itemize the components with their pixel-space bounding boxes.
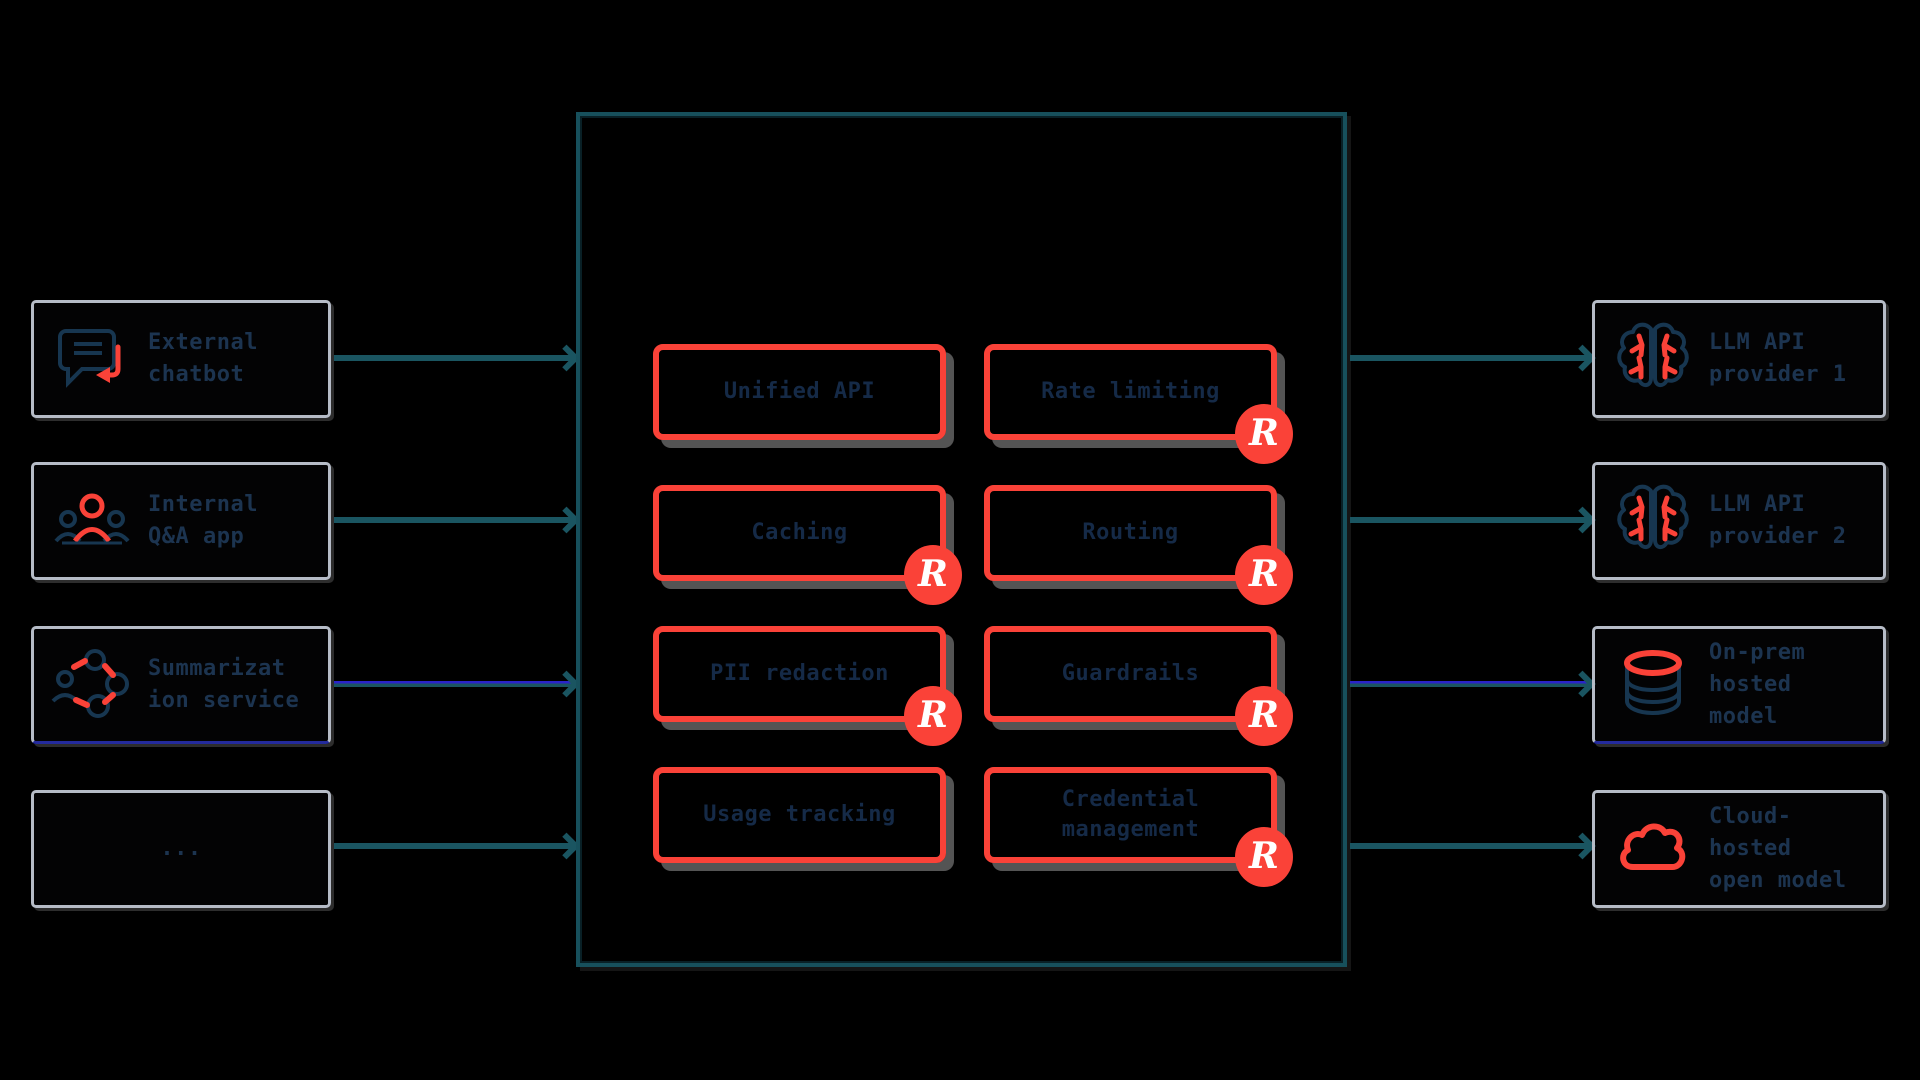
feature-label: Usage tracking	[703, 802, 896, 828]
r-badge: R	[904, 545, 962, 605]
r-badge: R	[1235, 545, 1293, 605]
arrow-chatbot-to-gateway	[334, 355, 572, 361]
client-label: Internal Q&A app	[148, 492, 258, 549]
feature-rate-limiting: Rate limiting R	[984, 344, 1293, 464]
feature-label: PII redaction	[710, 661, 889, 687]
feature-routing: Routing R	[984, 485, 1293, 605]
provider-cloud-model: Cloud-hosted open model	[1592, 790, 1886, 908]
feature-label: Rate limiting	[1041, 379, 1220, 405]
arrow-gateway-to-cloud	[1350, 843, 1588, 849]
provider-llm-api-2: LLM API provider 2	[1592, 462, 1886, 580]
r-badge: R	[1235, 686, 1293, 746]
feature-label: Caching	[751, 520, 848, 546]
provider-label: LLM API provider 1	[1709, 330, 1847, 387]
feature-pii-redaction: PII redaction R	[653, 626, 962, 746]
provider-llm-api-1: LLM API provider 1	[1592, 300, 1886, 418]
feature-label: Guardrails	[1061, 661, 1200, 687]
brain-icon	[1611, 317, 1695, 401]
provider-label: Cloud-hosted open model	[1709, 804, 1847, 893]
client-external-chatbot: External chatbot	[31, 300, 331, 418]
r-badge: R	[1235, 827, 1293, 887]
feature-caching: Caching R	[653, 485, 962, 605]
feature-guardrails: Guardrails R	[984, 626, 1293, 746]
arrow-summarization-to-gateway	[334, 681, 572, 687]
brain-icon	[1611, 479, 1695, 563]
feature-credential-management: Credential management R	[984, 767, 1293, 887]
ellipsis-dots: ...	[160, 836, 202, 862]
arrow-qa-to-gateway	[334, 517, 572, 523]
client-label: External chatbot	[148, 330, 258, 387]
feature-label: Unified API	[723, 379, 876, 405]
client-more: ...	[31, 790, 331, 908]
client-internal-qa-app: Internal Q&A app	[31, 462, 331, 580]
cycle-icon	[50, 643, 134, 727]
feature-usage-tracking: Usage tracking R	[653, 767, 946, 863]
feature-label: Credential management	[1061, 787, 1200, 842]
llm-gateway-container: Unified API R Rate limiting R Caching R …	[576, 112, 1347, 967]
chat-icon	[50, 317, 134, 401]
arrow-more-to-gateway	[334, 843, 572, 849]
arrow-gateway-to-provider1	[1350, 355, 1588, 361]
r-badge: R	[904, 686, 962, 746]
feature-unified-api: Unified API R	[653, 344, 946, 440]
arrow-gateway-to-provider2	[1350, 517, 1588, 523]
r-badge: R	[1235, 404, 1293, 464]
client-summarization-service: Summarizat ion service	[31, 626, 331, 744]
client-label: Summarizat ion service	[148, 656, 300, 713]
database-icon	[1611, 643, 1695, 727]
provider-label: On-prem hosted model	[1709, 640, 1806, 729]
users-icon	[50, 479, 134, 563]
feature-label: Routing	[1082, 520, 1179, 546]
arrow-gateway-to-onprem	[1350, 681, 1588, 687]
cloud-icon	[1611, 807, 1695, 891]
provider-label: LLM API provider 2	[1709, 492, 1847, 549]
provider-onprem-model: On-prem hosted model	[1592, 626, 1886, 744]
